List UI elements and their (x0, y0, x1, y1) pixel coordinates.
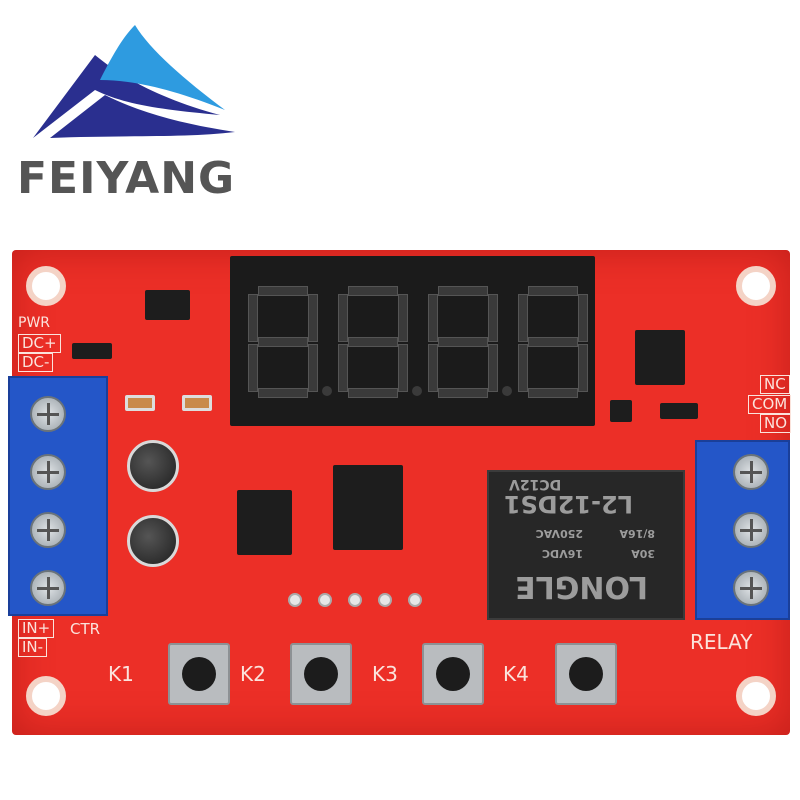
label-in-minus: IN- (18, 638, 48, 657)
solder-pad (378, 593, 392, 607)
decimal-point (322, 386, 332, 396)
screw-terminal[interactable] (30, 454, 66, 490)
label-k3: K3 (372, 662, 398, 686)
display-digit (428, 286, 512, 398)
digit-segment (258, 388, 308, 398)
label-pwr: PWR (18, 315, 51, 331)
digit-segment (258, 286, 308, 296)
digit-segment (438, 337, 488, 347)
digit-segment (428, 294, 438, 342)
electrolytic-capacitor (127, 515, 179, 567)
digit-segment (528, 337, 578, 347)
transistor (610, 400, 632, 422)
digit-segment (348, 286, 398, 296)
digit-segment (578, 294, 588, 342)
digit-segment (348, 388, 398, 398)
relay-terminal-block (695, 440, 790, 620)
optocoupler (635, 330, 685, 385)
digit-segment (308, 344, 318, 392)
digit-segment (518, 344, 528, 392)
digit-segment (398, 294, 408, 342)
screw-terminal[interactable] (733, 512, 769, 548)
display-digit (518, 286, 588, 398)
mount-hole (736, 266, 776, 306)
label-no: NO (760, 414, 792, 433)
label-dc-minus: DC- (18, 353, 54, 372)
logo-wave-icon (33, 25, 235, 138)
label-k4: K4 (503, 662, 529, 686)
label-k1: K1 (108, 662, 134, 686)
digit-segment (348, 337, 398, 347)
feiyang-logo: FEIYANG (15, 20, 245, 204)
button-k3[interactable] (422, 643, 484, 705)
digit-segment (398, 344, 408, 392)
seven-segment-display (230, 256, 595, 426)
diode (660, 403, 698, 419)
optocoupler (237, 490, 292, 555)
relay-rating: 8/16A (619, 527, 656, 540)
digit-segment (308, 294, 318, 342)
solder-pad (348, 593, 362, 607)
relay-model: L2-12DS1 (503, 490, 633, 518)
regulator (145, 290, 190, 320)
screw-terminal[interactable] (733, 570, 769, 606)
digit-segment (518, 294, 528, 342)
logo-text: FEIYANG (17, 153, 236, 204)
button-k2[interactable] (290, 643, 352, 705)
smd-capacitor (182, 395, 212, 411)
label-in-plus: IN+ (18, 619, 55, 638)
screw-terminal[interactable] (733, 454, 769, 490)
digit-segment (488, 294, 498, 342)
relay: DC12V L2-12DS1 8/16A 250VAC 30A 16VDC LO… (487, 470, 685, 620)
digit-segment (338, 344, 348, 392)
digit-segment (338, 294, 348, 342)
relay-rating: 16VDC (541, 547, 583, 560)
electrolytic-capacitor (127, 440, 179, 492)
solder-pad (408, 593, 422, 607)
label-nc: NC (760, 375, 790, 394)
relay-brand: LONGLE (515, 569, 648, 604)
digit-segment (248, 294, 258, 342)
diode (72, 343, 112, 359)
display-digit (338, 286, 422, 398)
digit-segment (438, 388, 488, 398)
digit-segment (528, 286, 578, 296)
label-com: COM (748, 395, 792, 414)
decimal-point (502, 386, 512, 396)
digit-segment (438, 286, 488, 296)
mount-hole (736, 676, 776, 716)
solder-pad (318, 593, 332, 607)
digit-segment (258, 337, 308, 347)
screw-terminal[interactable] (30, 512, 66, 548)
input-terminal-block (8, 376, 108, 616)
digit-segment (428, 344, 438, 392)
relay-rating: 30A (631, 547, 655, 560)
screw-terminal[interactable] (30, 396, 66, 432)
solder-pad (288, 593, 302, 607)
digit-segment (488, 344, 498, 392)
label-dc-plus: DC+ (18, 334, 61, 353)
digit-segment (248, 344, 258, 392)
label-relay: RELAY (690, 630, 753, 654)
label-ctr: CTR (70, 620, 101, 638)
decimal-point (412, 386, 422, 396)
microcontroller (333, 465, 403, 550)
digit-segment (528, 388, 578, 398)
smd-capacitor (125, 395, 155, 411)
display-digit (248, 286, 332, 398)
digit-segment (578, 344, 588, 392)
button-k4[interactable] (555, 643, 617, 705)
screw-terminal[interactable] (30, 570, 66, 606)
relay-rating: 250VAC (535, 527, 583, 540)
button-k1[interactable] (168, 643, 230, 705)
label-k2: K2 (240, 662, 266, 686)
mount-hole (26, 266, 66, 306)
mount-hole (26, 676, 66, 716)
